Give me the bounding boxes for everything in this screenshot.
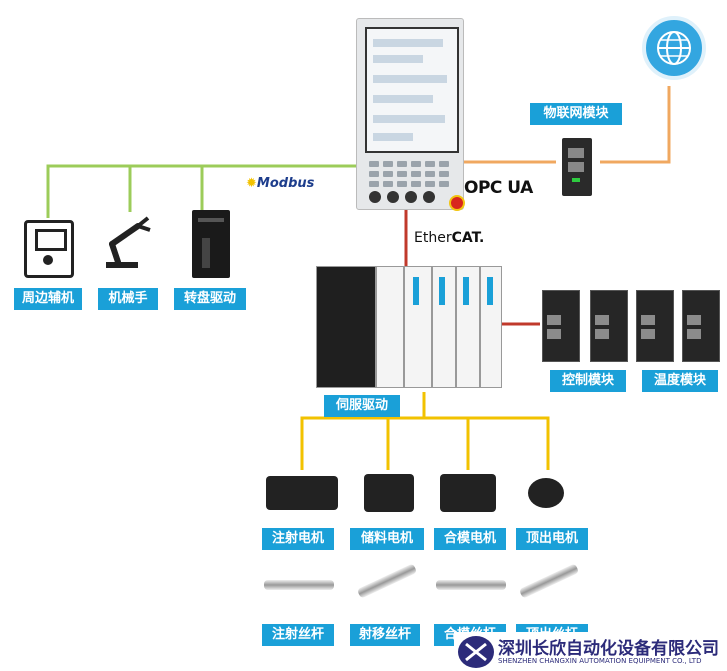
servo-drive-slot	[456, 266, 480, 388]
hmi-screen	[365, 27, 459, 153]
hmi-controller	[356, 18, 465, 211]
peripheral-label: 周边辅机	[14, 288, 82, 310]
io-module-device	[682, 290, 720, 362]
hmi-keypad	[365, 159, 455, 203]
panel-icon	[24, 220, 74, 278]
motor-icon	[528, 478, 564, 508]
servo-drive-slot	[404, 266, 432, 388]
modbus-line-main	[46, 164, 356, 218]
motor-icon	[266, 476, 338, 510]
opcua-logo: OPC UA	[464, 178, 533, 198]
io-module-device	[542, 290, 580, 362]
ball-screw-icon	[264, 580, 334, 590]
servo-drive-slot	[480, 266, 502, 388]
motor-icon	[364, 474, 414, 512]
servo-drive-slot	[432, 266, 456, 388]
ethercat-logo: EtherCAT.	[414, 230, 485, 246]
motor-label: 合模电机	[434, 528, 506, 550]
io-module-device	[590, 290, 628, 362]
company-name-en: SHENZHEN CHANGXIN AUTOMATION EQUIPMENT C…	[498, 657, 702, 665]
iot-module-label: 物联网模块	[530, 103, 622, 125]
ball-screw-icon	[436, 580, 506, 590]
io-module-label: 控制模块	[550, 370, 626, 392]
servo-drive-slot	[376, 266, 404, 388]
servo-drive-master	[316, 266, 376, 388]
company-banner: 深圳长欣自动化设备有限公司 SHENZHEN CHANGXIN AUTOMATI…	[454, 632, 727, 671]
motor-label: 储料电机	[350, 528, 424, 550]
emergency-stop-icon	[449, 195, 465, 211]
io-module-label: 温度模块	[642, 370, 718, 392]
servo-drive-label: 伺服驱动	[324, 395, 400, 417]
screw-label: 射移丝杆	[350, 624, 420, 646]
iot-module-device	[562, 138, 592, 196]
peripheral-label: 转盘驱动	[174, 288, 246, 310]
company-name-cn: 深圳长欣自动化设备有限公司	[498, 639, 719, 659]
io-module-device	[636, 290, 674, 362]
motor-label: 顶出电机	[516, 528, 588, 550]
servo-line-bus	[300, 416, 550, 470]
motor-label: 注射电机	[262, 528, 334, 550]
screw-label: 注射丝杆	[262, 624, 334, 646]
modbus-logo: ✹Modbus	[246, 176, 315, 191]
drive-icon	[192, 210, 230, 278]
opc-line-right	[600, 86, 671, 164]
motor-icon	[440, 474, 496, 512]
company-logo-icon	[458, 636, 494, 668]
peripheral-label: 机械手	[98, 288, 158, 310]
globe-icon	[642, 16, 706, 80]
robot-arm-icon	[102, 212, 154, 270]
